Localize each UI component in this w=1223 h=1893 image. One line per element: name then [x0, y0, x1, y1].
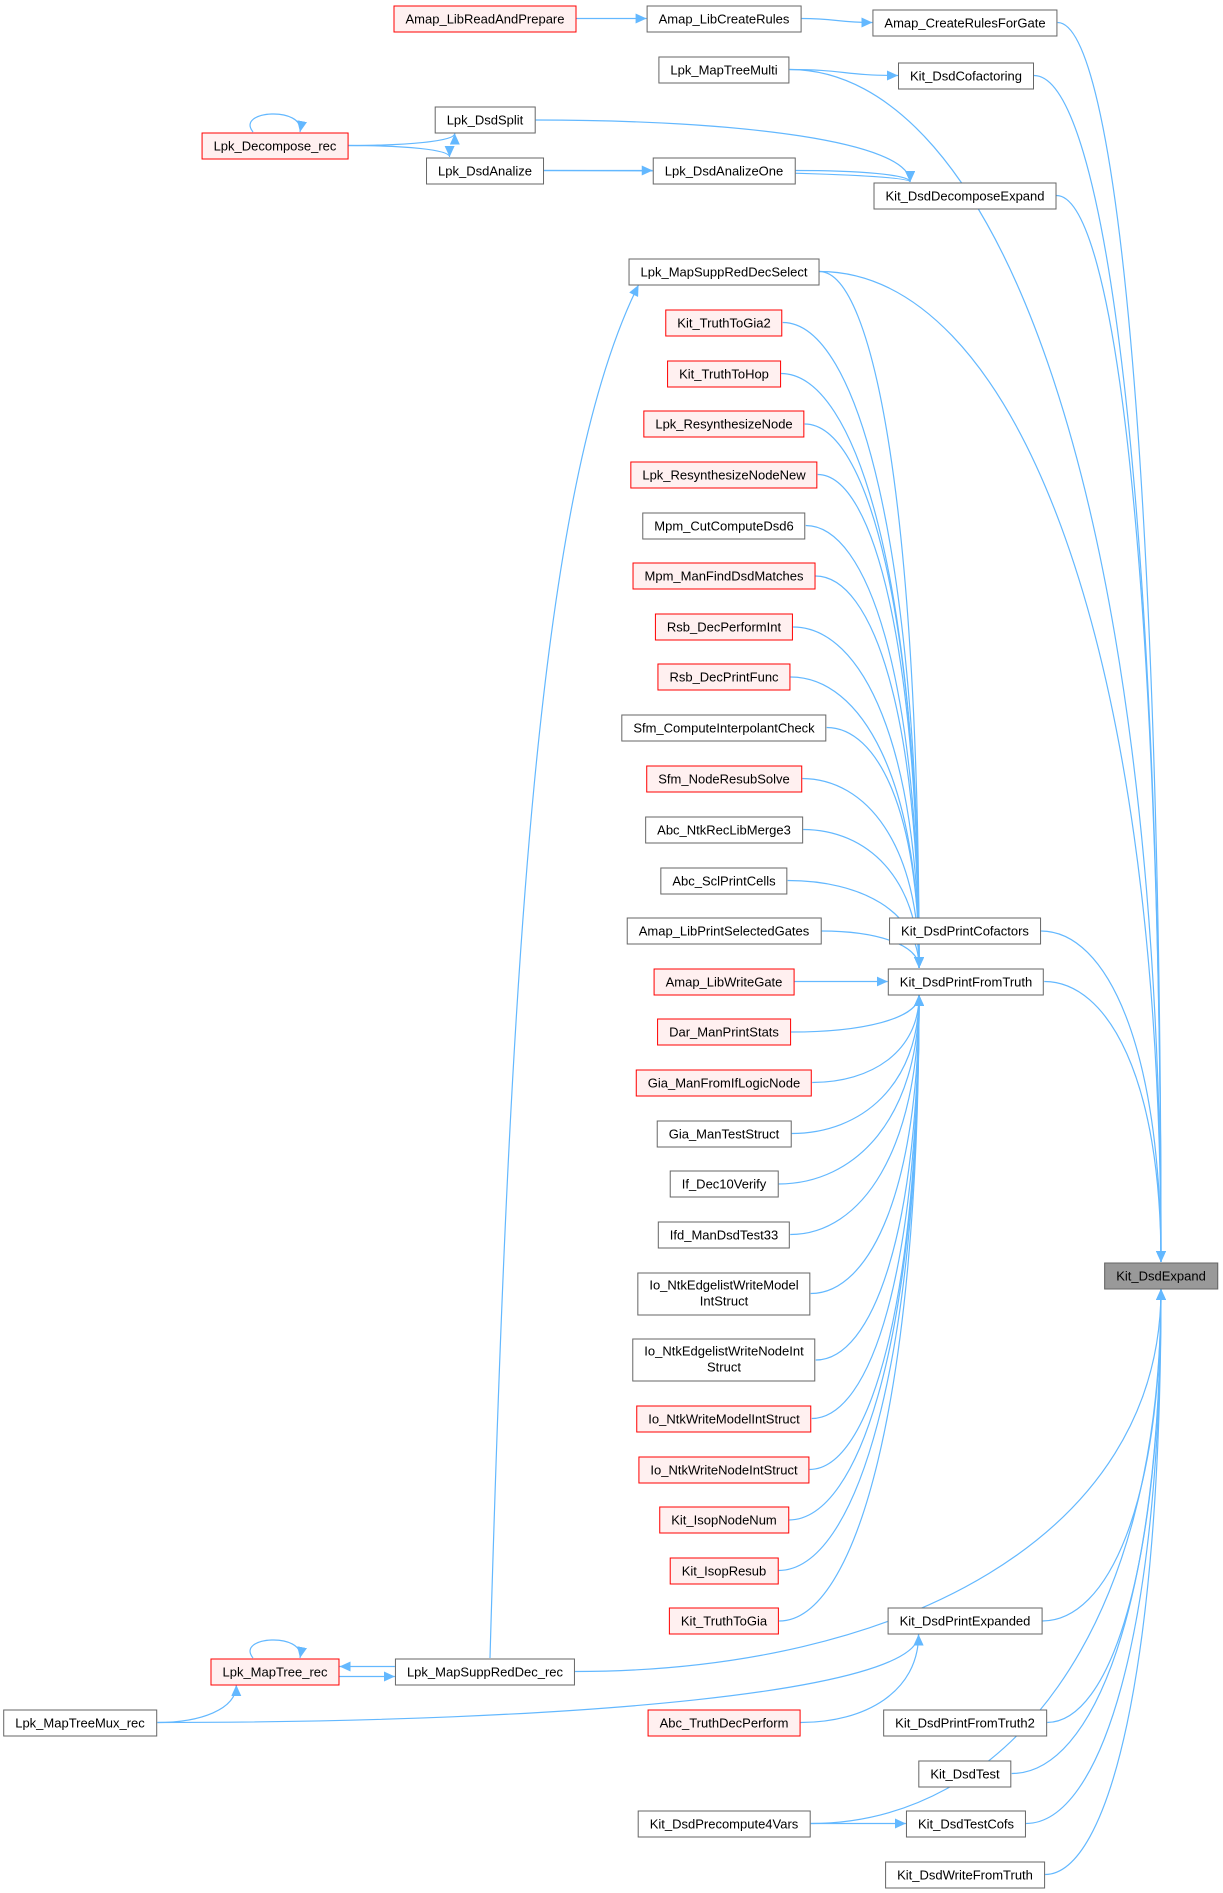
edge-gia-manteststruct-to-kit-dsdprintfromtruth [791, 994, 925, 1135]
edge-kit-dsdprintfromtruth2-to-kit-dsdexpand [1046, 1288, 1166, 1724]
edge-kit-dsdprintcofactors-to-kit-dsdexpand [1040, 930, 1166, 1263]
graph-node-kit-isopnodenum[interactable]: Kit_IsopNodeNum [659, 1506, 789, 1534]
graph-node-io-ntkwritenodeintstruct[interactable]: Io_NtkWriteNodeIntStruct [638, 1456, 810, 1483]
edge-lpk-decompose-rec-to-lpk-dsdanalize [348, 144, 455, 158]
edge-amap-libcreaterules-to-amap-createrulesforgate [801, 17, 873, 28]
graph-node-lpk-maptreemux-rec[interactable]: Lpk_MapTreeMux_rec [3, 1709, 157, 1736]
edge-kit-dsdwritefromtruth-to-kit-dsdexpand [1044, 1288, 1166, 1876]
edge-kit-dsdcofactoring-to-kit-dsdexpand [1033, 74, 1166, 1263]
graph-node-io-ntkwritemodelintstruct[interactable]: Io_NtkWriteModelIntStruct [636, 1405, 812, 1432]
graph-node-kit-truthtohop[interactable]: Kit_TruthToHop [667, 360, 781, 387]
graph-node-kit-truthtogia2[interactable]: Kit_TruthToGia2 [665, 309, 783, 336]
graph-node-mpm-cutcomputedsd6[interactable]: Mpm_CutComputeDsd6 [642, 512, 806, 539]
edge-lpk-maptreemulti-to-kit-dsdexpand [789, 68, 1166, 1263]
graph-node-rsb-decperformint[interactable]: Rsb_DecPerformInt [654, 613, 794, 641]
graph-node-kit-dsdprintcofactors[interactable]: Kit_DsdPrintCofactors [889, 917, 1041, 945]
edge-lpk-dsdanalizeone-to-kit-dsddecomposeexpand [795, 169, 916, 183]
edge-mpm-manfinddsdmatches-to-kit-dsdprintfromtruth [815, 575, 925, 969]
graph-node-dar-manprintstats[interactable]: Dar_ManPrintStats [657, 1018, 791, 1046]
graph-node-kit-dsddecomposeexpand[interactable]: Kit_DsdDecomposeExpand [873, 182, 1057, 209]
edge-lpk-mapsuppreddecselect-to-kit-dsdexpand [819, 270, 1166, 1263]
graph-node-ifd-mandsdtest33[interactable]: Ifd_ManDsdTest33 [657, 1221, 791, 1248]
edge-if-dec10verify-to-kit-dsdprintfromtruth [778, 994, 925, 1185]
graph-node-abc-truthdecperform[interactable]: Abc_TruthDecPerform [647, 1709, 801, 1736]
edge-lpk-decompose-rec-to-lpk-decompose-rec [249, 113, 307, 133]
graph-node-kit-truthtogia[interactable]: Kit_TruthToGia [668, 1607, 780, 1635]
edge-kit-dsddecomposeexpand-to-kit-dsdexpand [1056, 194, 1166, 1263]
graph-node-sfm-computeinterpolantcheck[interactable]: Sfm_ComputeInterpolantCheck [621, 714, 827, 741]
graph-node-lpk-resynthesizenodenew[interactable]: Lpk_ResynthesizeNodeNew [630, 461, 818, 488]
graph-node-abc-sclprintcells[interactable]: Abc_SclPrintCells [660, 867, 788, 894]
edge-sfm-computeinterpolantcheck-to-kit-dsdprintfromtruth [826, 726, 925, 969]
edge-abc-sclprintcells-to-kit-dsdprintfromtruth [787, 879, 925, 969]
graph-node-lpk-mapsuppreddecselect[interactable]: Lpk_MapSuppRedDecSelect [628, 258, 820, 285]
edge-lpk-dsdsplit-to-kit-dsddecomposeexpand [535, 119, 916, 183]
graph-node-if-dec10verify[interactable]: If_Dec10Verify [669, 1170, 779, 1198]
graph-node-sfm-noderesubsolve[interactable]: Sfm_NodeResubSolve [646, 765, 802, 792]
edge-io-ntkwritenodeintstruct-to-kit-dsdprintfromtruth [809, 994, 925, 1471]
edge-lpk-resynthesizenodenew-to-kit-dsdprintfromtruth [817, 473, 925, 969]
graph-node-lpk-dsdsplit[interactable]: Lpk_DsdSplit [434, 106, 536, 134]
graph-node-lpk-dsdanalizeone[interactable]: Lpk_DsdAnalizeOne [652, 157, 796, 184]
edge-kit-isopresub-to-kit-dsdprintfromtruth [778, 994, 925, 1572]
edge-kit-truthtogia-to-kit-dsdprintfromtruth [779, 994, 925, 1622]
graph-node-kit-dsdprecompute4vars[interactable]: Kit_DsdPrecompute4Vars [637, 1810, 811, 1837]
edge-lpk-maptree-rec-to-lpk-maptree-rec [249, 1639, 307, 1659]
graph-node-rsb-decprintfunc[interactable]: Rsb_DecPrintFunc [657, 663, 791, 691]
edge-io-ntkedgelistwritenodeintstruct-to-kit-dsdprintfromtruth [815, 994, 925, 1361]
edge-mpm-cutcomputedsd6-to-kit-dsdprintfromtruth [805, 524, 925, 969]
edge-io-ntkedgelistwritemodelintstruct-to-kit-dsdprintfromtruth [810, 994, 925, 1295]
edge-dar-manprintstats-to-kit-dsdprintfromtruth [790, 994, 925, 1033]
graph-node-lpk-resynthesizenode[interactable]: Lpk_ResynthesizeNode [643, 410, 805, 438]
edge-lpk-resynthesizenode-to-kit-dsdprintfromtruth [804, 423, 925, 969]
edge-abc-truthdecperform-to-kit-dsdprintexpanded [800, 1634, 924, 1724]
graph-node-kit-dsdtest[interactable]: Kit_DsdTest [918, 1760, 1012, 1787]
graph-node-kit-dsdprintfromtruth[interactable]: Kit_DsdPrintFromTruth [887, 968, 1045, 995]
graph-node-kit-dsdcofactoring[interactable]: Kit_DsdCofactoring [898, 62, 1034, 89]
graph-node-amap-createrulesforgate[interactable]: Amap_CreateRulesForGate [872, 9, 1058, 36]
graph-node-lpk-dsdanalize[interactable]: Lpk_DsdAnalize [426, 157, 544, 184]
graph-node-amap-libreadandprepare[interactable]: Amap_LibReadAndPrepare [393, 5, 577, 32]
graph-node-gia-manfromiflogicnode[interactable]: Gia_ManFromIfLogicNode [635, 1069, 813, 1096]
edge-kit-dsdprecompute4vars-to-kit-dsdexpand [810, 1288, 1166, 1825]
graph-node-io-ntkedgelistwritemodelintstruct[interactable]: Io_NtkEdgelistWriteModel IntStruct [637, 1272, 811, 1315]
edge-kit-dsdprintexpanded-to-kit-dsdexpand [1042, 1288, 1166, 1622]
edge-lpk-maptreemux-rec-to-kit-dsdprintexpanded [156, 1634, 924, 1724]
graph-node-kit-dsdtestcofs[interactable]: Kit_DsdTestCofs [905, 1810, 1027, 1837]
edge-lpk-dsdanalize-to-kit-dsddecomposeexpand [543, 169, 915, 183]
graph-node-kit-dsdwritefromtruth[interactable]: Kit_DsdWriteFromTruth [885, 1861, 1045, 1888]
graph-node-amap-libprintselectedgates[interactable]: Amap_LibPrintSelectedGates [626, 917, 822, 945]
graph-node-lpk-mapsuppreddec-rec[interactable]: Lpk_MapSuppRedDec_rec [394, 1658, 576, 1685]
edge-gia-manfromiflogicnode-to-kit-dsdprintfromtruth [812, 994, 925, 1084]
edge-lpk-decompose-rec-to-lpk-dsdsplit [348, 133, 460, 147]
focus-node-kit-dsdexpand: Kit_DsdExpand [1104, 1262, 1218, 1289]
graph-node-lpk-maptreemulti[interactable]: Lpk_MapTreeMulti [658, 56, 790, 83]
graph-node-kit-isopresub[interactable]: Kit_IsopResub [669, 1557, 779, 1584]
graph-node-amap-libcreaterules[interactable]: Amap_LibCreateRules [646, 5, 802, 32]
edge-ifd-mandsdtest33-to-kit-dsdprintfromtruth [790, 994, 925, 1236]
graph-node-abc-ntkreclibmerge3[interactable]: Abc_NtkRecLibMerge3 [645, 816, 803, 843]
graph-node-gia-manteststruct[interactable]: Gia_ManTestStruct [656, 1120, 792, 1147]
graph-node-kit-dsdprintexpanded[interactable]: Kit_DsdPrintExpanded [887, 1607, 1043, 1635]
edge-kit-dsdprintfromtruth-to-kit-dsdexpand [1044, 980, 1166, 1263]
graph-node-mpm-manfinddsdmatches[interactable]: Mpm_ManFindDsdMatches [632, 562, 816, 590]
graph-node-io-ntkedgelistwritenodeintstruct[interactable]: Io_NtkEdgelistWriteNodeInt Struct [632, 1338, 816, 1382]
edge-lpk-maptreemux-rec-to-lpk-maptree-rec [156, 1684, 242, 1724]
graph-node-kit-dsdprintfromtruth2[interactable]: Kit_DsdPrintFromTruth2 [883, 1709, 1047, 1736]
edge-lpk-mapsuppreddecselect-to-kit-dsdprintfromtruth [819, 270, 925, 969]
edge-rsb-decperformint-to-kit-dsdprintfromtruth [793, 626, 925, 969]
edge-lpk-mapsuppreddec-rec-to-lpk-mapsuppreddecselect [489, 284, 640, 1659]
graph-node-lpk-maptree-rec[interactable]: Lpk_MapTree_rec [210, 1658, 340, 1685]
edge-kit-dsdtest-to-kit-dsdexpand [1011, 1288, 1166, 1775]
edge-kit-dsdtestcofs-to-kit-dsdexpand [1026, 1288, 1166, 1825]
edge-abc-ntkreclibmerge3-to-kit-dsdprintfromtruth [802, 828, 925, 969]
edge-io-ntkwritemodelintstruct-to-kit-dsdprintfromtruth [811, 994, 925, 1420]
edge-lpk-mapsuppreddec-rec-to-kit-dsdexpand [575, 1288, 1166, 1673]
edge-amap-createrulesforgate-to-kit-dsdexpand [1057, 21, 1166, 1263]
graph-node-amap-libwritegate[interactable]: Amap_LibWriteGate [653, 968, 795, 995]
graph-node-lpk-decompose-rec[interactable]: Lpk_Decompose_rec [201, 132, 349, 159]
